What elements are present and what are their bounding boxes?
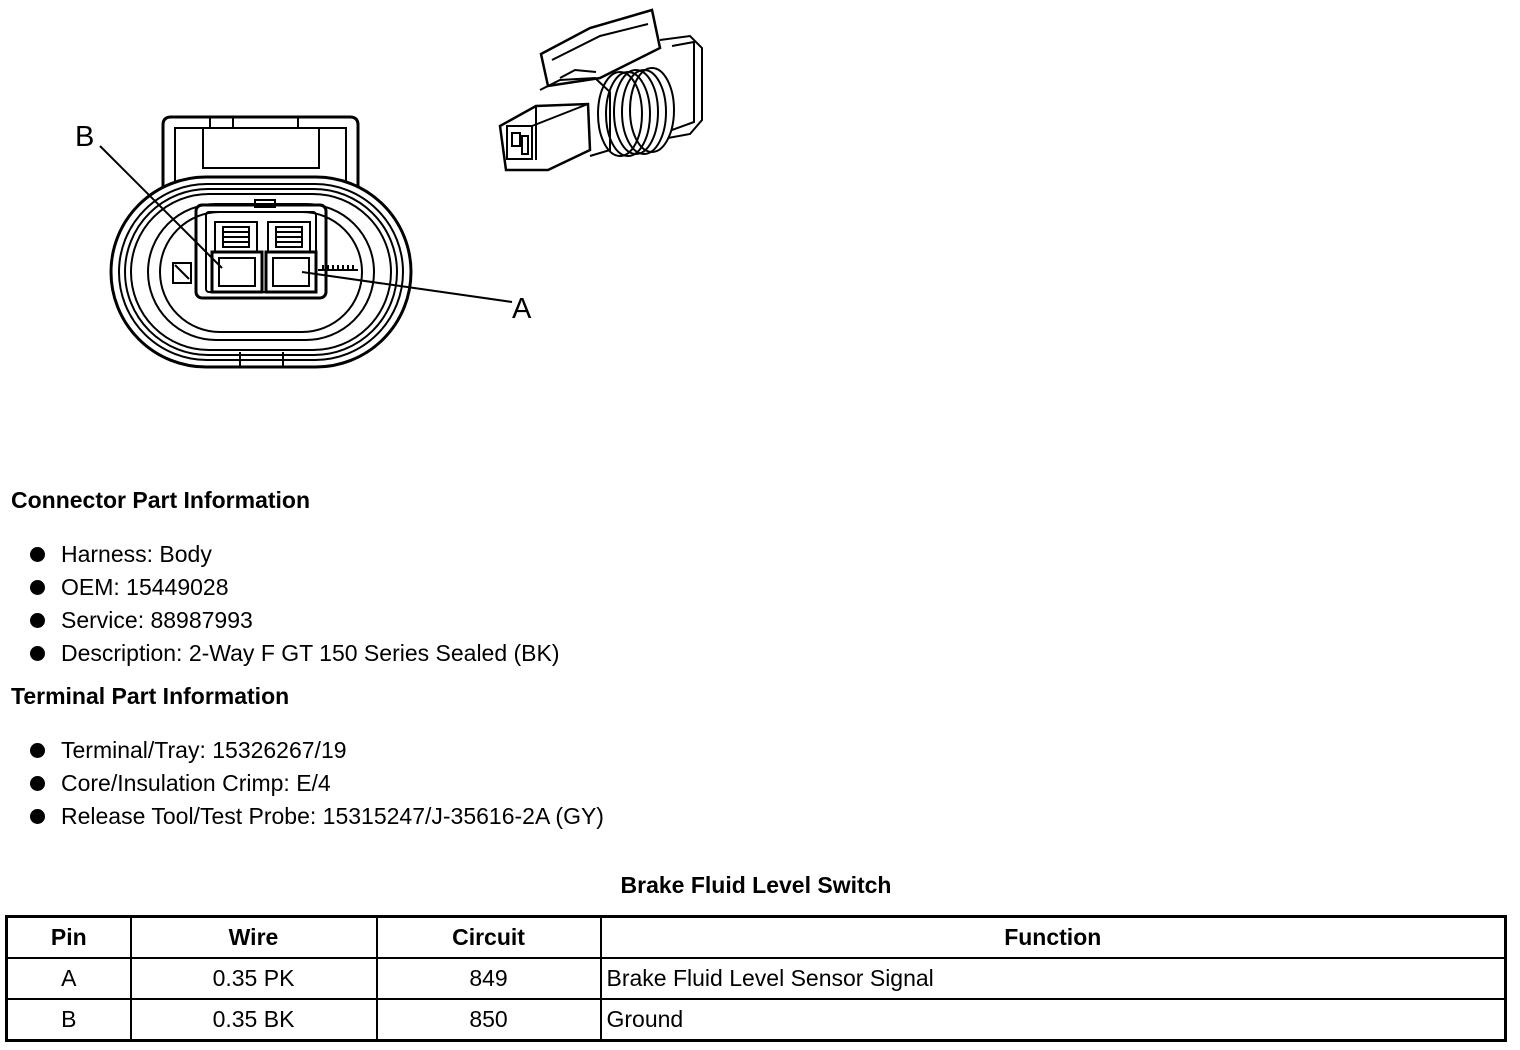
list-item: Harness: Body <box>28 538 560 571</box>
list-item: Terminal/Tray: 15326267/19 <box>28 734 604 767</box>
table-header-row: Pin Wire Circuit Function <box>5 915 1507 959</box>
bullet-icon <box>30 580 45 595</box>
column-header-pin: Pin <box>5 915 132 959</box>
list-item: Service: 88987993 <box>28 604 560 637</box>
terminal-part-info-heading: Terminal Part Information <box>11 683 290 709</box>
list-item: Description: 2-Way F GT 150 Series Seale… <box>28 637 560 670</box>
bullet-icon <box>30 809 45 824</box>
cell-circuit: 849 <box>375 957 602 1000</box>
pin-table-title: Brake Fluid Level Switch <box>620 872 892 898</box>
table-row: B 0.35 BK 850 Ground <box>5 998 1507 1042</box>
bullet-icon <box>30 547 45 562</box>
callout-a-label: A <box>512 293 532 325</box>
table-row: A 0.35 PK 849 Brake Fluid Level Sensor S… <box>5 957 1507 1000</box>
pin-table: Pin Wire Circuit Function A 0.35 PK 849 … <box>5 915 1507 1042</box>
cell-function: Brake Fluid Level Sensor Signal <box>599 957 1507 1000</box>
column-header-function: Function <box>599 915 1507 959</box>
bullet-icon <box>30 776 45 791</box>
terminal-part-info-list: Terminal/Tray: 15326267/19 Core/Insulati… <box>28 734 604 833</box>
column-header-circuit: Circuit <box>375 915 602 959</box>
connector-part-info-list: Harness: Body OEM: 15449028 Service: 889… <box>28 538 560 670</box>
connector-part-info-heading: Connector Part Information <box>11 487 311 513</box>
cell-function: Ground <box>599 998 1507 1042</box>
column-header-wire: Wire <box>129 915 378 959</box>
bullet-icon <box>30 613 45 628</box>
list-item: OEM: 15449028 <box>28 571 560 604</box>
cell-wire: 0.35 BK <box>129 998 378 1042</box>
callout-b-label: B <box>75 121 94 153</box>
list-item: Core/Insulation Crimp: E/4 <box>28 767 604 800</box>
cell-wire: 0.35 PK <box>129 957 378 1000</box>
bullet-icon <box>30 743 45 758</box>
cell-pin: B <box>5 998 132 1042</box>
list-item: Release Tool/Test Probe: 15315247/J-3561… <box>28 800 604 833</box>
cell-pin: A <box>5 957 132 1000</box>
connector-diagram: B A <box>75 8 703 369</box>
cell-circuit: 850 <box>375 998 602 1042</box>
bullet-icon <box>30 646 45 661</box>
